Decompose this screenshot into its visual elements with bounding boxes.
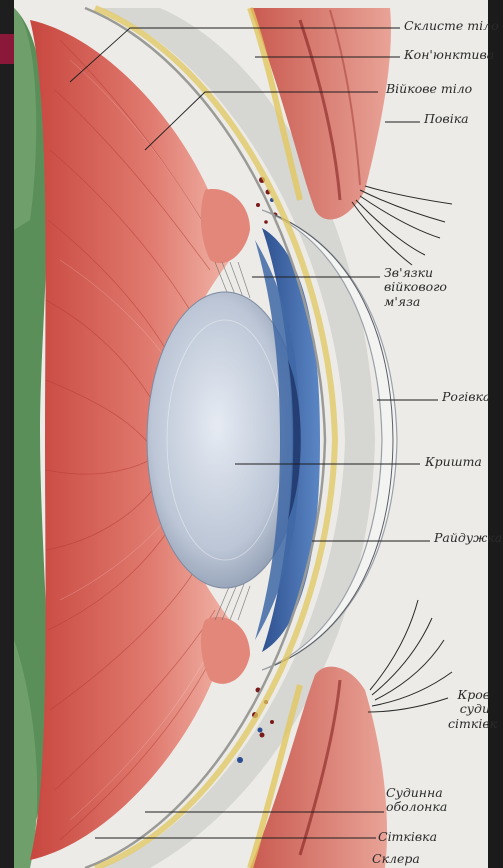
label-vessels-line3: сітківк [448, 717, 490, 731]
label-sclera: Склера [372, 852, 420, 866]
label-zonule: Зв'язки війкового м'яза [384, 266, 447, 309]
label-lens: Кришта [425, 455, 482, 469]
label-vitreous-body: Склисте тіло [404, 19, 499, 33]
label-iris: Райдужка [434, 531, 502, 545]
dark-edge-left [0, 0, 14, 868]
label-zonule-line2: війкового [384, 280, 447, 294]
label-eyelid: Повіка [424, 112, 469, 126]
label-ciliary-body: Війкове тіло [386, 82, 472, 96]
label-choroid-line2: оболонка [386, 800, 447, 814]
label-conjunctiva: Кон'юнктива [404, 48, 494, 62]
label-vessels-line1: Кров [448, 688, 490, 702]
label-choroid-line1: Судинна [386, 786, 447, 800]
dark-edge-right [488, 0, 503, 868]
label-vessels-line2: суди [448, 702, 490, 716]
label-retina: Сітківка [378, 830, 437, 844]
label-choroid: Судинна оболонка [386, 786, 447, 815]
label-retinal-vessels: Кров суди сітківк [448, 688, 490, 731]
label-cornea: Рогівка [442, 390, 490, 404]
label-zonule-line3: м'яза [384, 295, 447, 309]
label-zonule-line1: Зв'язки [384, 266, 447, 280]
